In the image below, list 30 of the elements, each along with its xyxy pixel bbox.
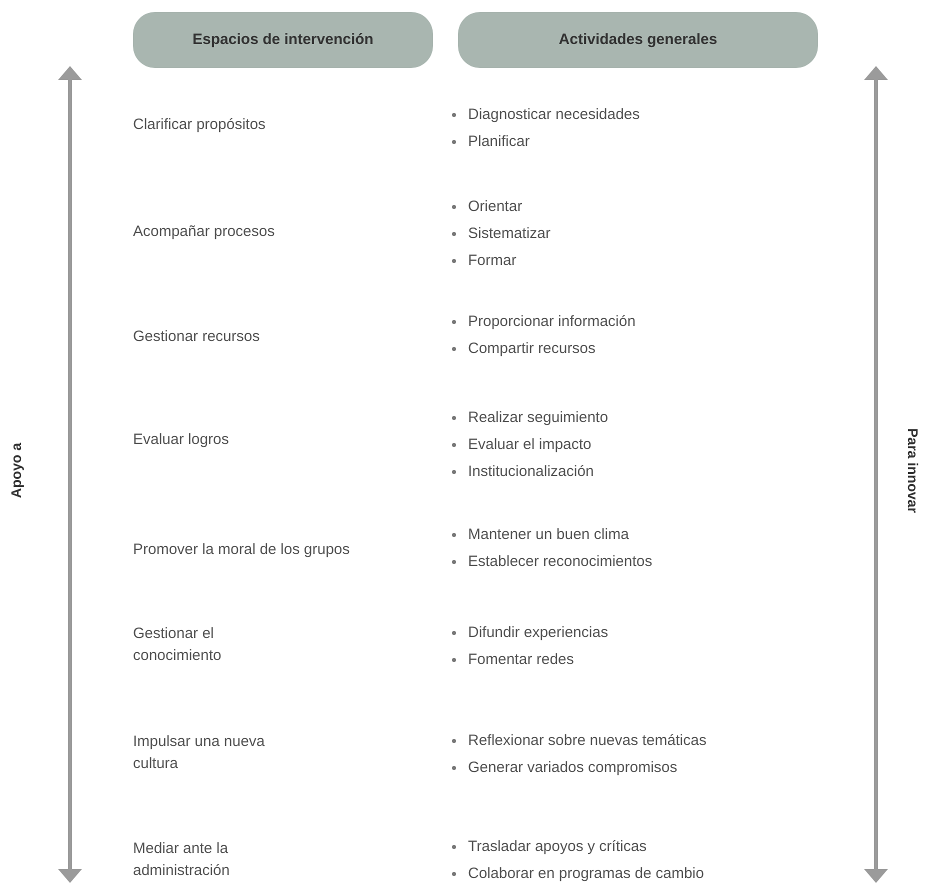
activity-text: Diagnosticar necesidades [468, 104, 640, 125]
activity-text: Sistematizar [468, 224, 551, 244]
intervention-space-text: Impulsar una nueva cultura [133, 732, 266, 774]
activity-text: Reflexionar sobre nuevas temáticas [468, 730, 706, 751]
activity-text: Trasladar apoyos y críticas [468, 836, 647, 857]
activity-text: Orientar [468, 196, 522, 217]
intervention-space-text: Gestionar el conocimiento [133, 624, 222, 666]
intervention-space-text: Mediar ante la administración [133, 839, 231, 881]
intervention-space-text: Clarificar propósitos [133, 115, 267, 135]
header-pill: Espacios de intervención [133, 12, 433, 68]
intervention-space-text: Acompañar procesos [133, 222, 276, 242]
activity-text: Colaborar en programas de cambio [468, 864, 704, 883]
activity-text: Compartir recursos [468, 338, 596, 359]
axis-label: Para innovar [904, 428, 922, 512]
intervention-space-text: Gestionar recursos [133, 327, 261, 347]
activity-text: Realizar seguimiento [468, 408, 608, 428]
activity-text: Difundir experiencias [468, 622, 608, 643]
activity-text: Institucionalización [468, 462, 594, 482]
activity-text: Establecer reconocimientos [468, 552, 652, 572]
activity-text: Mantener un buen clima [468, 524, 629, 545]
activity-text: Generar variados compromisos [468, 758, 678, 778]
header-pill: Actividades generales [458, 12, 818, 68]
intervention-space-text: Promover la moral de los grupos [133, 540, 351, 560]
activity-text: Proporcionar información [468, 312, 636, 332]
activity-text: Evaluar el impacto [468, 434, 592, 455]
intervention-space-text: Evaluar logros [133, 430, 230, 450]
axis-label: Apoyo a [8, 442, 26, 498]
activity-text: Fomentar redes [468, 650, 574, 670]
activity-text: Planificar [468, 132, 530, 152]
activity-text: Formar [468, 250, 516, 271]
